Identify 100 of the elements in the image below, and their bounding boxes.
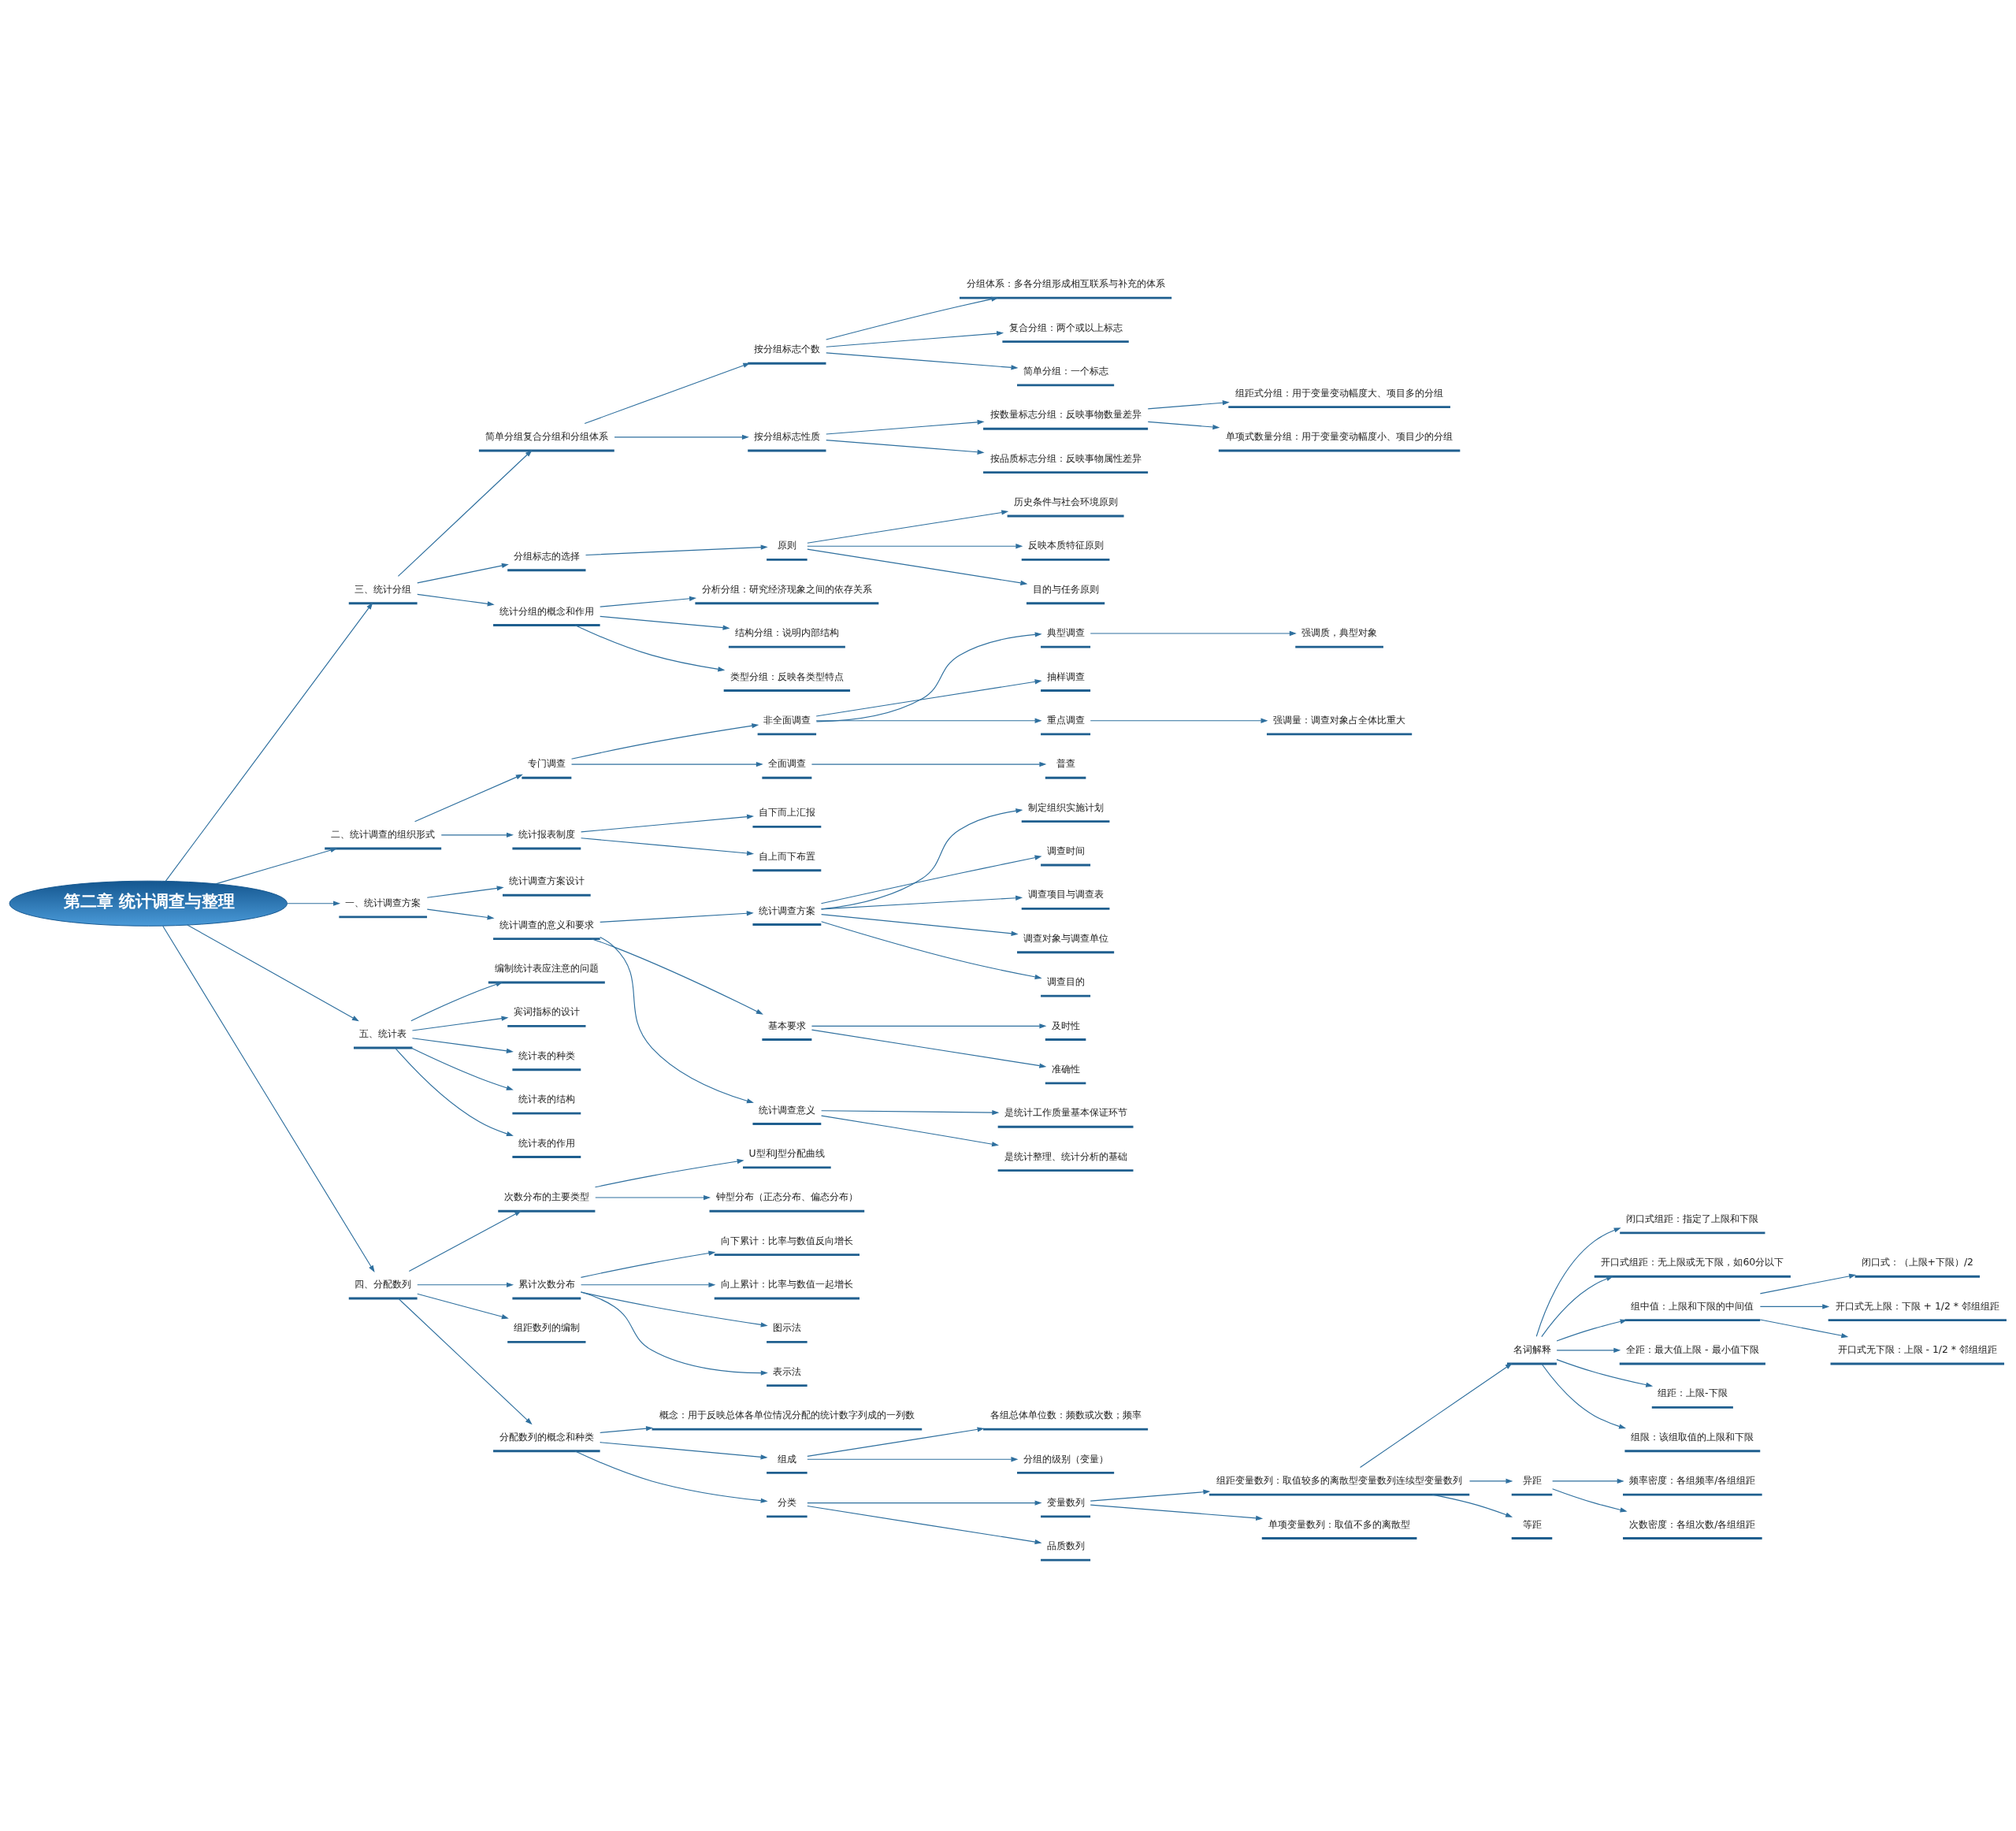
arrow	[821, 914, 1019, 936]
node-text: 向上累计：比率与数值一起增长	[720, 1278, 853, 1291]
arrow	[1090, 718, 1268, 723]
node-text: 变量数列	[1046, 1495, 1085, 1508]
arrow	[600, 596, 697, 607]
node-text: 强调质，典型对象	[1301, 626, 1378, 639]
arrow	[1552, 1488, 1628, 1513]
node-text: 典型调查	[1046, 626, 1085, 639]
arrow	[820, 855, 1042, 904]
node-text: 频率密度：各组频率/各组组距	[1629, 1474, 1756, 1487]
arrow	[807, 1506, 1042, 1545]
node-text: 全距：最大值上限 - 最小值下限	[1626, 1343, 1759, 1356]
node-text: 一、统计调查方案	[345, 896, 421, 908]
arrow	[426, 886, 504, 898]
node-text: 准确性	[1051, 1062, 1080, 1075]
node-text: 重点调查	[1046, 713, 1085, 726]
arrow	[574, 624, 726, 672]
arrow	[397, 450, 533, 577]
node-text: 组距：上限-下限	[1658, 1387, 1728, 1399]
arrow	[1431, 1494, 1513, 1517]
node-text: 统计调查意义	[758, 1103, 815, 1116]
arrow	[571, 723, 759, 760]
arrow	[1147, 421, 1220, 430]
arrow	[187, 924, 359, 1022]
node-text: 抽样调查	[1046, 670, 1085, 682]
arrow	[417, 593, 495, 607]
node-text: 组成	[777, 1452, 796, 1465]
arrow	[807, 1500, 1042, 1506]
node-text: 调查项目与调查表	[1027, 888, 1104, 901]
node-text: 分组体系：多各分组形成相互联系与补充的体系	[966, 277, 1165, 290]
arrow	[410, 982, 503, 1022]
node-text: 是统计整理、统计分析的基础	[1004, 1149, 1127, 1162]
arrow	[826, 296, 999, 340]
node-text: 分析分组：研究经济现象之间的依存关系	[701, 582, 872, 595]
node-text: 基本要求	[767, 1019, 806, 1031]
arrow	[408, 1210, 522, 1272]
arrow	[600, 1426, 654, 1434]
arrow	[821, 1109, 1000, 1116]
node-text: 五、统计表	[359, 1027, 407, 1040]
arrow	[811, 1029, 1047, 1068]
node-text: 按数量标志分组：反映事物数量差异	[989, 408, 1142, 421]
node-text: 开口式无上限：下限 + 1/2 * 邻组组距	[1835, 1299, 1999, 1312]
node-text: 图示法	[772, 1321, 801, 1334]
arrow	[215, 848, 338, 885]
arrow	[287, 901, 341, 906]
arrow	[1147, 400, 1230, 410]
node-text: U型和J型分配曲线	[748, 1146, 826, 1159]
node-text: 及时性	[1051, 1019, 1080, 1031]
node-text: 分组的级别（变量）	[1023, 1452, 1108, 1465]
arrow	[1556, 1319, 1628, 1342]
node-text: 普查	[1056, 757, 1075, 770]
node-text: 组距数列的编制	[513, 1321, 580, 1334]
arrow	[826, 440, 985, 455]
arrow	[411, 1016, 509, 1031]
arrow	[1759, 1273, 1857, 1294]
arrow	[811, 1023, 1047, 1029]
arrow	[821, 921, 1042, 980]
arrow	[591, 938, 763, 1015]
node-text: 类型分组：反映各类型特点	[730, 670, 844, 682]
node-text: 等距	[1522, 1517, 1542, 1530]
node-text: 向下累计：比率与数值反向增长	[720, 1234, 853, 1246]
arrow	[600, 936, 754, 1104]
arrow	[414, 774, 523, 823]
arrow	[397, 1298, 533, 1425]
node-text: 分类	[777, 1495, 796, 1508]
node-text: 分配数列的概念和种类	[499, 1430, 594, 1443]
node-text: 单项式数量分组：用于变量变动幅度小、项目少的分组	[1226, 430, 1454, 443]
node-text: 统计表的作用	[518, 1136, 575, 1149]
node-text: 统计调查的意义和要求	[499, 918, 594, 930]
arrow	[826, 352, 1019, 370]
node-text: 反映本质特征原则	[1027, 539, 1104, 552]
arrow	[585, 544, 768, 556]
arrow	[820, 808, 1023, 910]
node-text: 强调量：调查对象占全体比重大	[1273, 713, 1406, 726]
node-text: 调查目的	[1046, 975, 1085, 988]
arrow	[574, 1450, 768, 1503]
node-text: 按品质标志分组：反映事物属性差异	[989, 451, 1142, 464]
node-text: 分组标志的选择	[513, 549, 580, 562]
node-ellipse: 第二章 统计调查与整理	[9, 880, 288, 927]
arrow	[1090, 630, 1297, 637]
arrow	[410, 1047, 514, 1090]
node-text: 调查对象与调查单位	[1023, 931, 1108, 944]
arrow	[1759, 1319, 1849, 1339]
arrow	[600, 615, 730, 630]
node-text: 累计次数分布	[518, 1278, 575, 1291]
node-text: 制定组织实施计划	[1027, 800, 1104, 813]
arrow	[580, 1250, 716, 1278]
node-text: 原则	[777, 539, 796, 552]
arrow	[1541, 1276, 1613, 1338]
arrow	[1541, 1363, 1627, 1429]
arrow	[584, 362, 751, 425]
node-text: 自下而上汇报	[758, 806, 815, 819]
arrow	[807, 544, 1023, 549]
node-text: 闭口式组距：指定了上限和下限	[1626, 1212, 1759, 1224]
node-text: 统计调查方案设计	[508, 875, 585, 887]
arrow	[811, 761, 1047, 767]
arrow	[417, 1282, 514, 1287]
arrow	[1759, 1304, 1830, 1309]
arrow	[440, 832, 514, 838]
arrow	[600, 911, 754, 923]
